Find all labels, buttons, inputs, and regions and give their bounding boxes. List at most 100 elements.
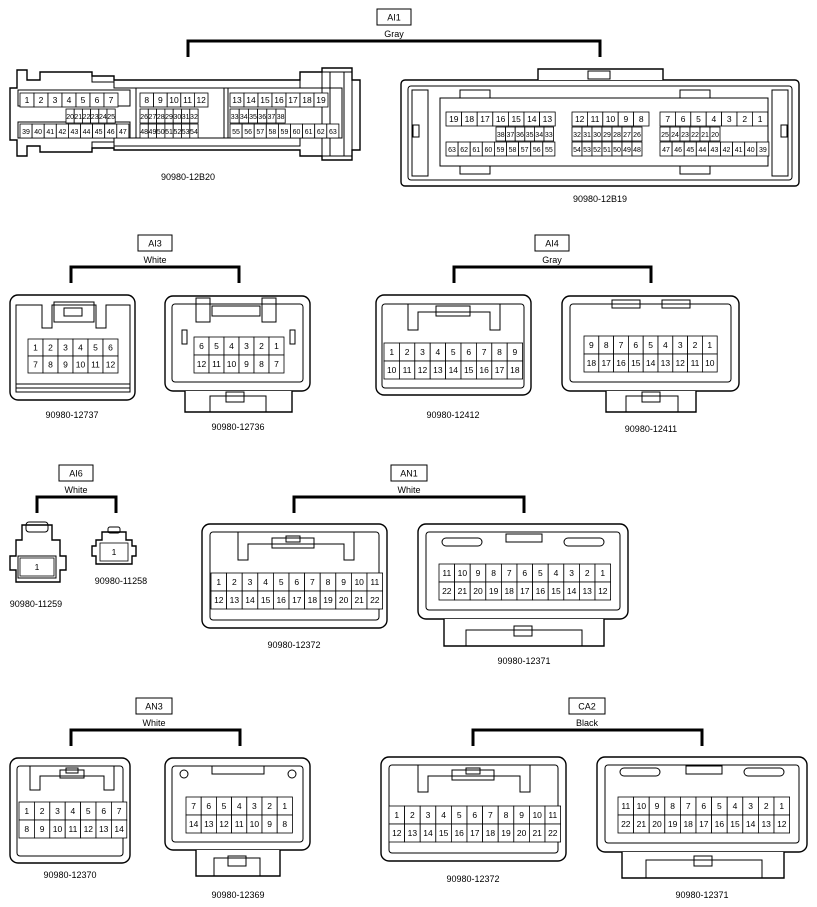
pin-cell: 10: [454, 563, 471, 583]
pin-number: 39: [759, 147, 767, 154]
pin-number: 17: [470, 828, 480, 838]
pin-cell: 16: [450, 823, 468, 843]
pin-cell: 10: [633, 796, 650, 816]
pin-cell: 1: [268, 336, 285, 356]
pin-cell: 21: [454, 581, 471, 601]
pin-cell: 10: [223, 354, 240, 374]
pin-number: 13: [408, 828, 418, 838]
pin-cell: 11: [398, 360, 416, 380]
pin-number: 8: [504, 810, 509, 820]
pin-cell: 5: [272, 572, 290, 592]
pin-cell: 5: [690, 111, 707, 127]
group-ai3: AI3 White: [69, 234, 241, 283]
pin-number: 46: [674, 147, 682, 154]
pin-cell: 3: [238, 336, 255, 356]
pin-number: 14: [423, 828, 433, 838]
pin-number: 10: [227, 359, 237, 369]
pin-number: 18: [504, 586, 514, 596]
pin-cell: 2: [398, 342, 416, 362]
pin-number: 19: [668, 819, 678, 829]
pin-number: 6: [633, 340, 638, 350]
pin-cell: 16: [532, 581, 549, 601]
pin-number: 49: [623, 147, 631, 154]
pin-number: 7: [117, 806, 122, 816]
pin-number: 8: [259, 359, 264, 369]
pin-cell: 12: [388, 823, 406, 843]
pin-cell: 16: [475, 360, 493, 380]
pin-number: 32: [190, 114, 198, 121]
pin-cell: 3: [721, 111, 738, 127]
pin-number: 7: [191, 801, 196, 811]
pin-number: 22: [621, 819, 631, 829]
pin-cell: 15: [628, 353, 644, 373]
pin-cell: 14: [642, 353, 659, 373]
pin-number: 41: [46, 129, 54, 136]
pin-number: 3: [55, 806, 60, 816]
pin-cell: 11: [587, 111, 604, 127]
pin-number: 10: [76, 360, 86, 370]
pin-cell: 18: [304, 590, 321, 610]
pin-number: 6: [466, 347, 471, 357]
pin-number: 1: [35, 562, 40, 572]
pin-number: 18: [486, 828, 496, 838]
pin-cell: 13: [200, 814, 217, 834]
pin-cell: 41: [732, 141, 746, 157]
pin-cell: 7: [111, 801, 128, 821]
pin-number: 1: [394, 810, 399, 820]
pin-number: 2: [410, 810, 415, 820]
pin-cell: 1: [18, 801, 35, 821]
pin-cell: 17: [491, 360, 508, 380]
part-number: 90980-12371: [497, 656, 550, 666]
pin-number: 17: [495, 365, 505, 375]
pin-number: 45: [686, 147, 694, 154]
pin-number: 13: [230, 595, 240, 605]
pin-cell: 18: [583, 353, 600, 373]
pin-number: 12: [196, 95, 206, 105]
pin-cell: 54: [571, 141, 583, 157]
pin-number: 4: [78, 343, 83, 353]
pin-number: 11: [591, 114, 600, 124]
pin-number: 16: [536, 586, 546, 596]
pin-number: 25: [661, 132, 669, 139]
pin-cell: 47: [116, 123, 130, 139]
pin-number: 9: [158, 95, 163, 105]
pin-number: 6: [701, 801, 706, 811]
pin-number: 18: [302, 95, 312, 105]
pin-number: 5: [717, 801, 722, 811]
pin-cell: 11: [64, 819, 81, 839]
pin-number: 15: [730, 819, 740, 829]
pin-cell: 3: [672, 335, 688, 355]
pin-number: 52: [173, 129, 181, 136]
pin-number: 2: [48, 343, 53, 353]
group-tag: AN1: [400, 469, 418, 479]
pin-cell: 19: [497, 823, 515, 843]
pin-number: 59: [281, 129, 289, 136]
pin-number: 28: [157, 114, 165, 121]
pin-cell: 3: [241, 572, 259, 592]
pin-number: 63: [329, 129, 337, 136]
pin-number: 11: [370, 577, 379, 587]
pin-cell: 53: [181, 123, 191, 139]
pin-cell: 17: [598, 353, 614, 373]
pin-number: 23: [91, 114, 99, 121]
pin-cell: 59: [493, 141, 507, 157]
pin-cell: 23: [679, 126, 691, 142]
pin-number: 14: [245, 595, 255, 605]
pin-number: 48: [140, 129, 148, 136]
pin-cell: 20: [335, 590, 352, 610]
pin-number: 5: [696, 114, 701, 124]
pin-cell: 15: [435, 823, 452, 843]
pin-cell: 22: [82, 108, 92, 124]
pin-cell: 20: [648, 814, 666, 834]
pin-number: 14: [449, 365, 459, 375]
pin-cell: 6: [516, 563, 534, 583]
pin-cell: 12: [773, 814, 791, 834]
pin-number: 9: [513, 347, 518, 357]
pin-number: 29: [165, 114, 173, 121]
pin-cell: 27: [621, 126, 633, 142]
pin-number: 4: [229, 341, 234, 351]
part-number: 90980-12372: [267, 640, 320, 650]
pin-cell: 31: [181, 108, 191, 124]
pin-cell: 14: [523, 111, 541, 127]
